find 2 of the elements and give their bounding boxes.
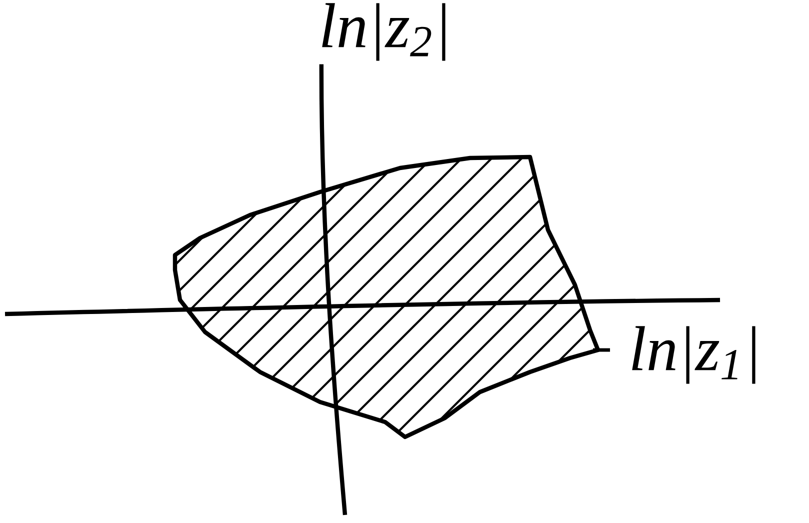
axis-label: ln|z$_{2}$|	[315, 0, 455, 64]
axis-label: ln|z$_{1}$|	[625, 322, 765, 388]
